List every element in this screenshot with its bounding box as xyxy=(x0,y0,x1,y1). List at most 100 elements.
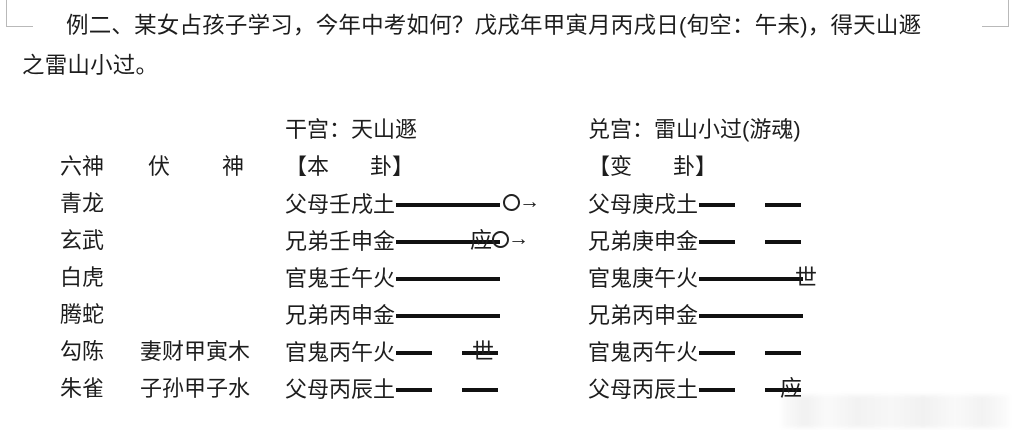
chart-palace-row: 干宫：天山遯 兑宫：雷山小过(游魂) xyxy=(0,112,1015,149)
hexagram-row: 青龙 父母壬戌土 → 父母庚戌土 xyxy=(0,186,1015,223)
original-hexagram-yao: 父母丙辰土 xyxy=(285,371,499,408)
yao-line-broken xyxy=(699,224,802,259)
yao-line-broken xyxy=(396,335,499,370)
yao-label-changed: 兄弟庚申金 xyxy=(588,229,699,254)
hidden-god-cell xyxy=(140,186,288,223)
moving-line-circle-icon xyxy=(492,231,510,248)
header-hidden-b: 神 xyxy=(222,154,245,179)
yao-bar-right xyxy=(765,202,802,207)
original-yao-marker: 世 xyxy=(472,334,494,371)
original-yao-marker: → xyxy=(503,186,540,223)
hidden-god-cell: 妻财甲寅木 xyxy=(140,339,251,364)
six-spirit-cell: 青龙 xyxy=(60,191,105,216)
changed-hexagram-yao: 官鬼庚午火 xyxy=(588,260,804,297)
changed-yao-marker: 世 xyxy=(795,265,818,290)
palace-title-left: 干宫：天山遯 xyxy=(285,117,418,142)
yao-label-changed: 官鬼庚午火 xyxy=(588,266,699,291)
palace-title-right: 兑宫：雷山小过(游魂) xyxy=(588,117,801,142)
intro-line-1: 例二、某女占孩子学习，今年中考如何？戊戌年甲寅月丙戌日(旬空：午未)，得天山遯 xyxy=(66,13,922,38)
intro-paragraph: 例二、某女占孩子学习，今年中考如何？戊戌年甲寅月丙戌日(旬空：午未)，得天山遯 … xyxy=(22,6,997,86)
yao-line-broken xyxy=(396,372,499,407)
yao-line-solid xyxy=(699,298,804,333)
changed-hexagram-yao: 官鬼丙午火 xyxy=(588,334,802,371)
yao-bar-right xyxy=(462,350,499,355)
original-hexagram-yao: 兄弟丙申金 xyxy=(285,297,501,334)
yao-line-solid xyxy=(699,261,804,296)
yao-bar-left xyxy=(699,202,736,207)
yao-bar-right xyxy=(765,387,802,392)
yao-line-solid xyxy=(396,224,501,259)
yao-bar xyxy=(396,313,501,318)
original-yao-marker: 应→ xyxy=(470,223,529,260)
yao-bar xyxy=(396,276,501,281)
moving-line-circle-icon xyxy=(503,194,520,211)
six-spirit-cell: 白虎 xyxy=(60,265,105,290)
hidden-god-cell: 子孙甲子水 xyxy=(140,376,251,401)
hexagram-row: 朱雀 子孙甲子水 父母丙辰土 父母丙辰土 应 xyxy=(0,371,1015,408)
hexagram-chart: 干宫：天山遯 兑宫：雷山小过(游魂) 六神 伏 神 【本 卦】 【变 卦】 青龙… xyxy=(0,112,1015,408)
intro-line-2: 之雷山小过。 xyxy=(22,53,159,78)
yao-bar-right xyxy=(462,387,499,392)
changed-hexagram-yao: 父母庚戌土 xyxy=(588,186,802,223)
yao-label-changed: 兄弟丙申金 xyxy=(588,303,699,328)
yao-label-original: 兄弟壬申金 xyxy=(285,229,396,254)
six-spirit-cell: 玄武 xyxy=(60,228,105,253)
yao-line-solid xyxy=(396,187,501,222)
yao-line-broken xyxy=(699,335,802,370)
header-hidden-a: 伏 xyxy=(148,154,171,179)
hidden-god-cell xyxy=(140,260,288,297)
header-changed-hexagram-b: 卦】 xyxy=(673,154,718,179)
yao-label-original: 官鬼壬午火 xyxy=(285,266,396,291)
hexagram-row: 勾陈 妻财甲寅木 官鬼丙午火 世 官鬼丙午火 xyxy=(0,334,1015,371)
hexagram-row: 玄武兄弟壬申金应→兄弟庚申金 xyxy=(0,223,1015,260)
position-marker-text: 应 xyxy=(470,228,493,253)
yao-bar xyxy=(699,313,804,318)
yao-bar xyxy=(396,202,501,207)
hidden-god-cell xyxy=(140,297,288,334)
yao-label-changed: 父母庚戌土 xyxy=(588,192,699,217)
yao-label-original: 兄弟丙申金 xyxy=(285,303,396,328)
yao-label-original: 父母丙辰土 xyxy=(285,377,396,402)
yao-label-original: 父母壬戌土 xyxy=(285,192,396,217)
yao-bar-right xyxy=(765,350,802,355)
six-spirit-cell: 腾蛇 xyxy=(60,302,105,327)
yao-line-broken xyxy=(699,372,802,407)
arrow-right-icon: → xyxy=(508,227,530,250)
original-hexagram-yao: 父母壬戌土 xyxy=(285,186,501,223)
moving-yao-indicator: → xyxy=(503,190,540,213)
original-hexagram-yao: 官鬼壬午火 xyxy=(285,260,501,297)
arrow-right-icon: → xyxy=(519,190,540,213)
changed-yao-marker: 应 xyxy=(780,376,803,401)
yao-label-changed: 父母丙辰土 xyxy=(588,377,699,402)
yao-bar-left xyxy=(396,387,433,392)
header-six-spirits: 六神 xyxy=(60,154,105,179)
yao-label-original: 官鬼丙午火 xyxy=(285,340,396,365)
six-spirit-cell: 勾陈 xyxy=(60,339,105,364)
yao-bar-left xyxy=(699,350,736,355)
yao-bar-left xyxy=(699,387,736,392)
hexagram-row: 白虎 官鬼壬午火 官鬼庚午火 世 xyxy=(0,260,1015,297)
header-original-hexagram-b: 卦】 xyxy=(370,154,415,179)
moving-yao-indicator: → xyxy=(492,227,530,250)
yao-bar xyxy=(699,276,804,281)
header-changed-hexagram-a: 【变 xyxy=(588,154,633,179)
original-hexagram-yao: 兄弟壬申金 xyxy=(285,223,501,260)
hexagram-rows: 青龙父母壬戌土→父母庚戌土玄武兄弟壬申金应→兄弟庚申金白虎官鬼壬午火官鬼庚午火世… xyxy=(0,186,1015,408)
yao-bar-left xyxy=(699,239,736,244)
six-spirit-cell: 朱雀 xyxy=(60,376,105,401)
yao-bar xyxy=(396,239,501,244)
yao-bar-right xyxy=(765,239,802,244)
hidden-god-cell xyxy=(140,223,288,260)
header-original-hexagram-a: 【本 xyxy=(285,154,330,179)
yao-line-solid xyxy=(396,261,501,296)
position-marker-text: 世 xyxy=(472,339,495,364)
changed-hexagram-yao: 兄弟庚申金 xyxy=(588,223,802,260)
original-hexagram-yao: 官鬼丙午火 xyxy=(285,334,499,371)
yao-label-changed: 官鬼丙午火 xyxy=(588,340,699,365)
yao-bar-left xyxy=(396,350,433,355)
yao-line-solid xyxy=(396,298,501,333)
changed-hexagram-yao: 兄弟丙申金 xyxy=(588,297,804,334)
chart-header-row: 六神 伏 神 【本 卦】 【变 卦】 xyxy=(0,149,1015,186)
yao-line-broken xyxy=(699,187,802,222)
